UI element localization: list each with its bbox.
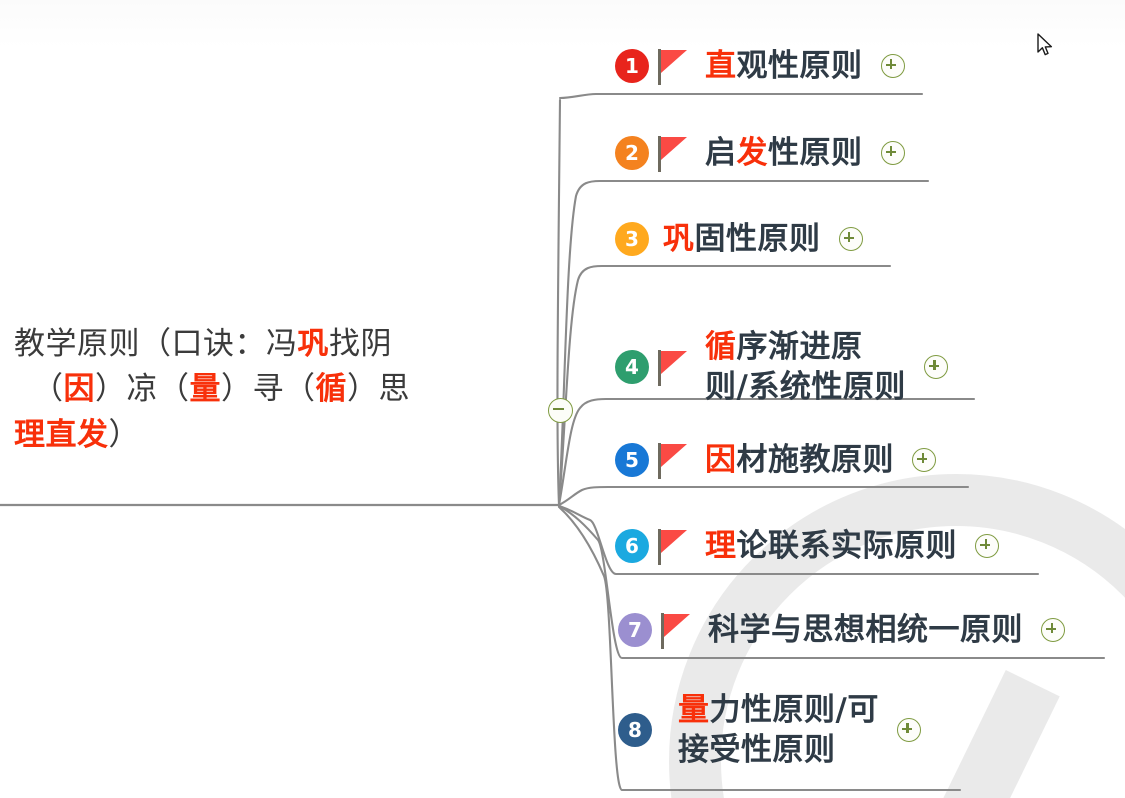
branch-badge-8: 8 [618,713,652,748]
root-text-a: 教学原则（口诀：冯 [14,326,298,362]
collapse-toggle-minus-icon[interactable] [548,398,573,423]
red-flag-icon [655,348,691,387]
red-flag-icon [655,527,691,566]
root-text-f: ）思 [347,371,410,408]
branch-node-8[interactable]: 8 量力性原则/可 接受性原则 [618,690,921,771]
root-highlight-xun: 循 [315,371,347,408]
expand-plus-icon-1[interactable] [880,54,905,79]
branch-badge-1: 1 [615,49,649,84]
root-highlight-liang: 量 [189,371,221,408]
branch-label-2: 启发性原则 [705,133,863,173]
branch-label-1: 直观性原则 [705,46,863,86]
expand-plus-icon-6[interactable] [975,534,999,559]
branch-highlight-8: 量 [678,692,710,728]
root-text-e: ）寻（ [221,371,316,408]
root-highlight-gong: 巩 [297,326,329,362]
branch-rest-3: 固性原则 [694,221,821,257]
red-flag-icon [655,441,691,480]
expand-plus-icon-5[interactable] [912,448,936,473]
mouse-pointer-icon [1037,33,1053,56]
root-line-1: 教学原则（口诀：冯巩找阴 [14,322,514,367]
expand-plus-icon-8[interactable] [896,718,921,743]
root-line-2: （因）凉（量）寻（循）思 [14,367,514,412]
branch-node-3[interactable]: 3 巩固性原则 [615,219,863,259]
branch-label-4: 循序渐进原 则/系统性原则 [705,327,906,408]
branch-label-5: 因材施教原则 [705,440,894,480]
branch-highlight-6: 理 [705,528,737,564]
watermark-tail-decoration [940,670,1060,798]
branch-rest-4: 序渐进原 则/系统性原则 [705,329,906,406]
branch-node-1[interactable]: 1 直观性原则 [615,46,905,86]
expand-plus-icon-2[interactable] [880,141,905,166]
root-node[interactable]: 教学原则（口诀：冯巩找阴 （因）凉（量）寻（循）思 理直发） [14,322,514,458]
branch-node-4[interactable]: 4 循序渐进原 则/系统性原则 [615,327,948,408]
expand-plus-icon-3[interactable] [838,227,863,252]
branch-highlight-5: 因 [705,442,737,478]
branch-rest-2: 性原则 [768,135,863,171]
red-flag-icon [655,134,691,173]
root-highlight-lizhifa: 理直发 [14,416,109,453]
branch-badge-2: 2 [615,136,649,171]
branch-rest-8: 力性原则/可 接受性原则 [678,692,879,769]
red-flag-icon [658,611,694,650]
root-text-c: （ [32,371,64,408]
branch-badge-4: 4 [615,350,649,385]
branch-badge-3: 3 [615,222,649,257]
branch-highlight-2: 发 [736,135,768,171]
branch-label-3: 巩固性原则 [663,219,821,259]
branch-rest-5: 材施教原则 [736,442,894,478]
branch-node-6[interactable]: 6 理论联系实际原则 [615,526,999,566]
branch-label-7: 科学与思想相统一原则 [708,610,1023,650]
root-line-3: 理直发） [14,413,514,458]
branch-rest-1: 观性原则 [736,48,863,84]
expand-plus-icon-4[interactable] [923,355,948,380]
branch-highlight-1: 直 [705,48,737,84]
branch-prefix-2: 启 [705,135,737,171]
branch-node-7[interactable]: 7 科学与思想相统一原则 [618,610,1065,650]
root-text-b: 找阴 [329,326,392,362]
branch-label-8: 量力性原则/可 接受性原则 [678,690,879,771]
branch-badge-6: 6 [615,529,649,564]
branch-node-2[interactable]: 2 启发性原则 [615,133,905,173]
branch-rest-7: 科学与思想相统一原则 [708,612,1023,648]
root-text-g: ） [108,416,140,453]
root-highlight-yin: 因 [63,371,95,408]
root-text-d: ）凉（ [95,371,190,408]
expand-plus-icon-7[interactable] [1041,618,1065,643]
branch-node-5[interactable]: 5 因材施教原则 [615,440,936,480]
branch-rest-6: 论联系实际原则 [736,528,957,564]
red-flag-icon [655,47,691,86]
branch-label-6: 理论联系实际原则 [705,526,957,566]
branch-badge-5: 5 [615,443,649,478]
branch-badge-7: 7 [618,613,652,648]
branch-highlight-4: 循 [705,329,737,365]
branch-highlight-3: 巩 [663,221,695,257]
